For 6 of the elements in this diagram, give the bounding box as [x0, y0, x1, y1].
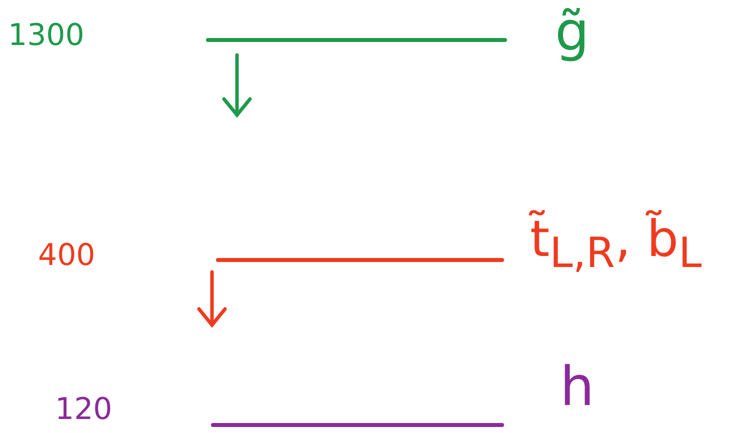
- energy-value: 1300: [8, 18, 84, 53]
- particle-symbol: g̃: [555, 0, 590, 63]
- particle-symbol: t̃$_{L,R}$, b̃$_{L}$: [530, 210, 702, 277]
- energy-value: 120: [55, 392, 112, 427]
- energy-value: 400: [38, 238, 96, 273]
- particle-symbol: h: [560, 355, 594, 418]
